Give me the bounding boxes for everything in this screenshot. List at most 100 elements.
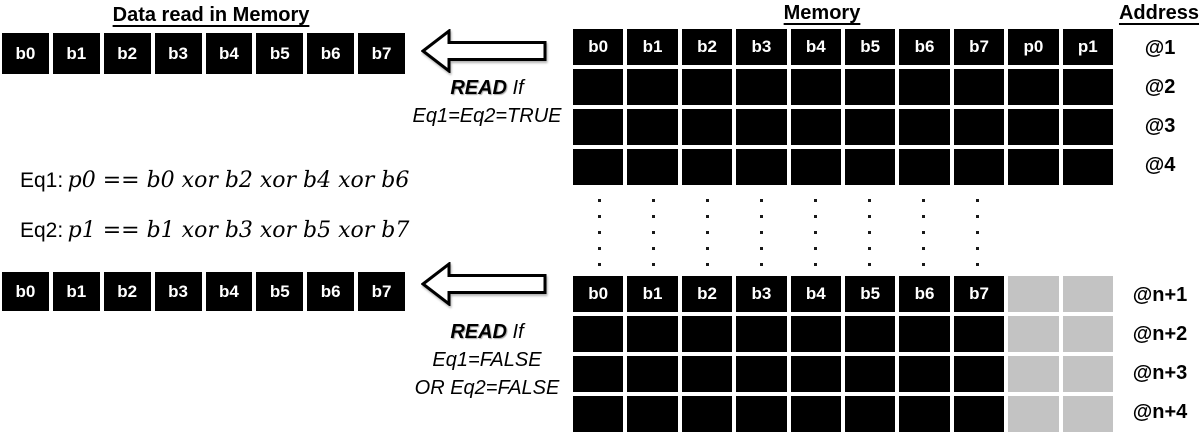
memory-cell bbox=[790, 149, 841, 185]
dot-cell bbox=[950, 192, 1004, 208]
dot-cell bbox=[896, 224, 950, 240]
dot-cell bbox=[950, 208, 1004, 224]
memory-cell bbox=[790, 69, 841, 105]
memory-cell bbox=[681, 356, 733, 392]
memory-cell: b2 bbox=[681, 29, 733, 65]
ellipsis-dot bbox=[652, 198, 656, 202]
memory-cell bbox=[953, 69, 1005, 105]
equation-eq2-label: Eq2: bbox=[20, 219, 64, 242]
memory-cell bbox=[736, 356, 787, 392]
bit-cell: b6 bbox=[307, 272, 355, 311]
bit-cell: b0 bbox=[2, 272, 49, 311]
memory-cell bbox=[627, 149, 678, 185]
ellipsis-dot bbox=[813, 230, 817, 234]
bit-cell: b6 bbox=[307, 33, 355, 74]
ellipsis-dot bbox=[921, 230, 925, 234]
ellipsis-dot bbox=[975, 230, 979, 234]
memory-cell bbox=[681, 69, 733, 105]
ellipsis-dot bbox=[867, 198, 871, 202]
memory-cell bbox=[1062, 149, 1113, 185]
address-label: @n+2 bbox=[1132, 323, 1188, 345]
dot-cell bbox=[573, 192, 627, 208]
memory-cell bbox=[573, 396, 624, 432]
memory-cell bbox=[627, 69, 678, 105]
ellipsis-dot bbox=[598, 262, 602, 266]
ellipsis-dot bbox=[813, 246, 817, 250]
ellipsis-dot bbox=[760, 230, 764, 234]
arrow-shape bbox=[421, 262, 547, 306]
memory-cell bbox=[845, 356, 896, 392]
dot-cell bbox=[627, 240, 681, 256]
address-column-top: @1@2@3@4 bbox=[1122, 29, 1198, 185]
memory-cell bbox=[627, 316, 678, 352]
parity-cell-gray bbox=[1062, 356, 1113, 392]
dot-cell bbox=[735, 208, 789, 224]
dot-cell bbox=[842, 192, 896, 208]
ellipsis-dot bbox=[760, 198, 764, 202]
dot-cell bbox=[789, 240, 843, 256]
dot-cell bbox=[573, 208, 627, 224]
memory-cell bbox=[845, 149, 896, 185]
ellipsis-dot bbox=[813, 198, 817, 202]
dot-cell bbox=[573, 240, 627, 256]
equation-eq1: Eq1: p0 == b0 xor b2 xor b4 xor b6 bbox=[20, 166, 409, 198]
memory-cell: b5 bbox=[845, 29, 896, 65]
bit-cell: b1 bbox=[52, 33, 100, 74]
ellipsis-dot bbox=[760, 262, 764, 266]
memory-cell bbox=[845, 109, 896, 145]
dot-cell bbox=[735, 240, 789, 256]
memory-cell bbox=[681, 316, 733, 352]
read-condition-line: Eq1=FALSE bbox=[432, 349, 542, 371]
memory-cell bbox=[1062, 69, 1113, 105]
memory-cell bbox=[573, 69, 624, 105]
memory-cell bbox=[736, 396, 787, 432]
parity-cell-gray bbox=[1062, 316, 1113, 352]
ellipsis-dot bbox=[652, 246, 656, 250]
ellipsis-dot bbox=[652, 230, 656, 234]
dot-cell bbox=[842, 208, 896, 224]
bit-cell: b5 bbox=[256, 272, 304, 311]
left-block-arrow-icon bbox=[421, 262, 547, 306]
memory-cell bbox=[953, 396, 1005, 432]
ellipsis-dot bbox=[813, 214, 817, 218]
memory-cell bbox=[736, 109, 787, 145]
read-if-line: READ If bbox=[398, 74, 576, 102]
equation-eq1-math: p0 == b0 xor b2 xor b4 xor b6 bbox=[67, 168, 410, 193]
equation-eq2-math: p1 == b1 xor b3 xor b5 xor b7 bbox=[67, 218, 410, 243]
address-label: @2 bbox=[1144, 76, 1176, 98]
dot-cell bbox=[842, 224, 896, 240]
dot-cell bbox=[896, 240, 950, 256]
address-label: @1 bbox=[1144, 37, 1176, 59]
ellipsis-dot bbox=[598, 198, 602, 202]
memory-cell bbox=[627, 356, 678, 392]
memory-cell: b4 bbox=[790, 29, 841, 65]
memory-cell: b2 bbox=[681, 276, 733, 312]
ellipsis-dot bbox=[921, 262, 925, 266]
memory-cell bbox=[953, 149, 1005, 185]
dot-cell bbox=[627, 208, 681, 224]
ellipsis-dot bbox=[975, 246, 979, 250]
ellipsis-dot bbox=[760, 246, 764, 250]
read-keyword: READ bbox=[450, 77, 507, 99]
arrow-shape bbox=[421, 29, 547, 73]
memory-cell bbox=[899, 356, 950, 392]
memory-cell bbox=[1008, 149, 1059, 185]
memory-cell bbox=[573, 316, 624, 352]
memory-cell bbox=[573, 109, 624, 145]
read-if-word: If bbox=[512, 77, 524, 99]
memory-cell bbox=[736, 316, 787, 352]
memory-cell bbox=[953, 356, 1005, 392]
ellipsis-dot bbox=[706, 230, 710, 234]
memory-cell: b3 bbox=[736, 276, 787, 312]
parity-cell-gray bbox=[1008, 356, 1059, 392]
bit-cell: b3 bbox=[154, 272, 202, 311]
ellipsis-dot bbox=[652, 214, 656, 218]
parity-cell-gray bbox=[1062, 396, 1113, 432]
ellipsis-dots-grid bbox=[573, 192, 1004, 272]
memory-cell bbox=[627, 109, 678, 145]
dot-cell bbox=[789, 256, 843, 272]
